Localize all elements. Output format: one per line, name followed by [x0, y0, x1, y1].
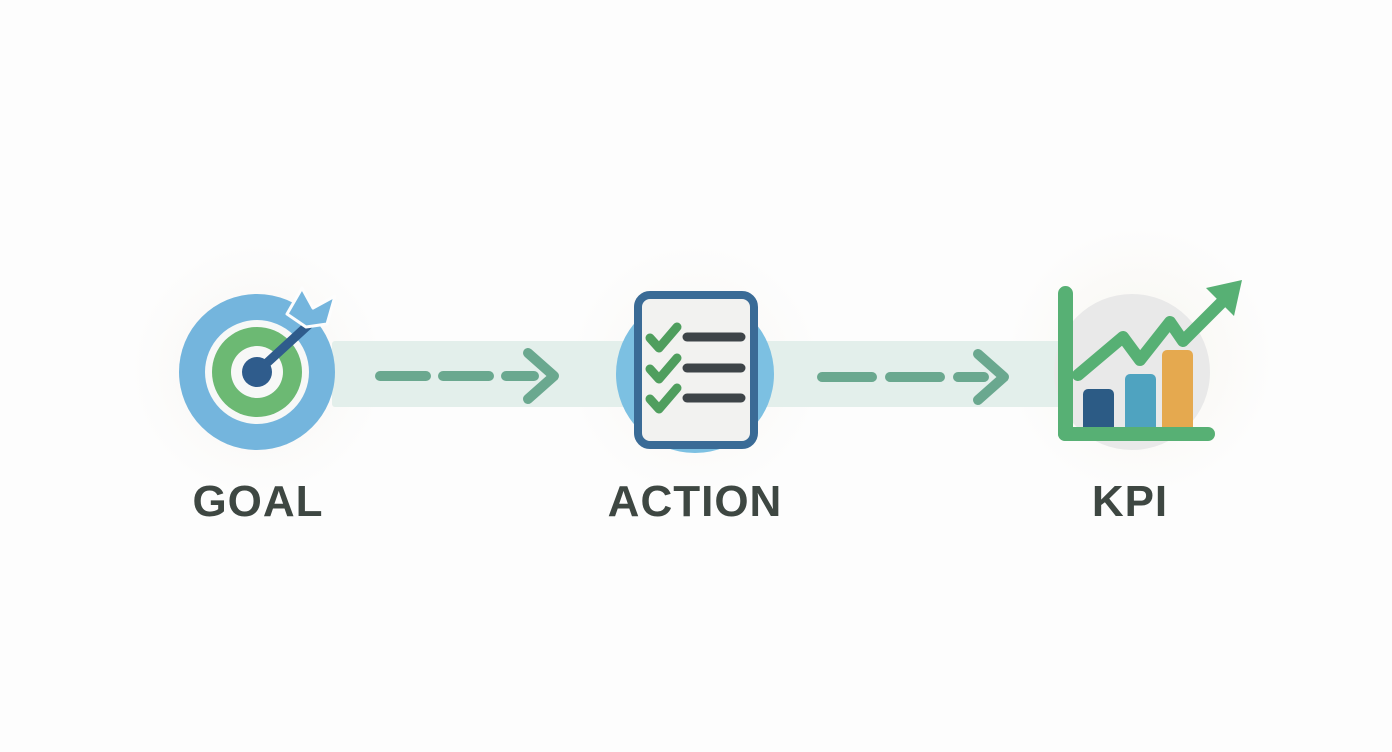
step-label-action: ACTION	[607, 477, 783, 526]
step-label-goal: GOAL	[192, 477, 324, 526]
dashed-arrow-right-icon	[375, 348, 559, 404]
dashed-arrow-right-icon	[817, 349, 1009, 405]
growth-bar-chart-icon	[1054, 280, 1242, 450]
target-dart-icon	[179, 286, 337, 450]
checklist-document-icon	[616, 291, 774, 453]
step-label-kpi: KPI	[1091, 477, 1169, 526]
